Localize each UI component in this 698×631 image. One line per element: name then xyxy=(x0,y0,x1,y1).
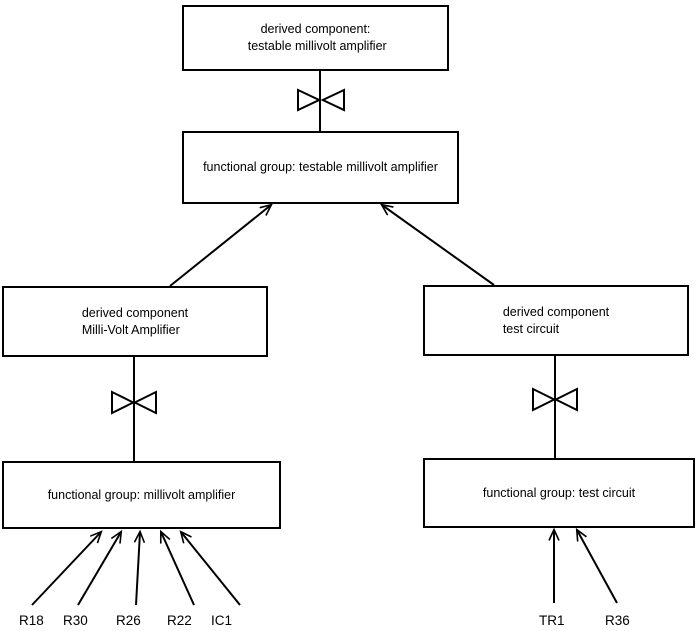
node-top-derived-component-label: derived component: testable millivolt am… xyxy=(247,22,387,53)
leaf-label-r22[interactable]: R22 xyxy=(167,613,192,628)
leaf-label-r18[interactable]: R18 xyxy=(19,613,44,628)
node-right-functional-group-label: functional group: test circuit xyxy=(482,485,636,500)
node-left-functional-group[interactable]: functional group: millivolt amplifier xyxy=(2,461,281,529)
leaf-label-r36[interactable]: R36 xyxy=(605,613,630,628)
conn-r22-to-left-fg xyxy=(161,532,195,606)
leaf-label-ic1[interactable]: IC1 xyxy=(211,613,233,628)
node-top-derived-component[interactable]: derived component: testable millivolt am… xyxy=(182,5,449,71)
node-top-functional-group-label: functional group: testable millivolt amp… xyxy=(203,160,438,174)
conn-r26-to-left-fg xyxy=(136,532,140,606)
node-left-derived-component-label: derived component Milli-Volt Amplifier xyxy=(81,305,189,337)
conn-r36-to-right-fg xyxy=(577,530,618,604)
node-right-derived-component[interactable]: derived component test circuit xyxy=(423,285,689,356)
node-top-functional-group[interactable]: functional group: testable millivolt amp… xyxy=(182,131,459,204)
conn-left-dc-to-top-fg xyxy=(169,205,271,287)
node-right-functional-group[interactable]: functional group: test circuit xyxy=(423,458,695,528)
conn-left-refinement xyxy=(111,357,157,461)
leaf-label-tr1[interactable]: TR1 xyxy=(539,613,565,628)
conn-right-refinement xyxy=(532,356,578,458)
conn-r18-to-left-fg xyxy=(31,532,101,606)
conn-right-dc-to-top-fg xyxy=(382,205,495,286)
conn-top-refinement xyxy=(297,71,345,131)
conn-ic1-to-left-fg xyxy=(181,532,241,606)
node-left-derived-component[interactable]: derived component Milli-Volt Amplifier xyxy=(2,286,268,357)
node-right-derived-component-label: derived component test circuit xyxy=(502,304,610,336)
leaf-label-r26[interactable]: R26 xyxy=(116,613,141,628)
conn-r30-to-left-fg xyxy=(77,532,121,606)
leaf-label-r30[interactable]: R30 xyxy=(63,613,88,628)
node-left-functional-group-label: functional group: millivolt amplifier xyxy=(47,487,236,502)
